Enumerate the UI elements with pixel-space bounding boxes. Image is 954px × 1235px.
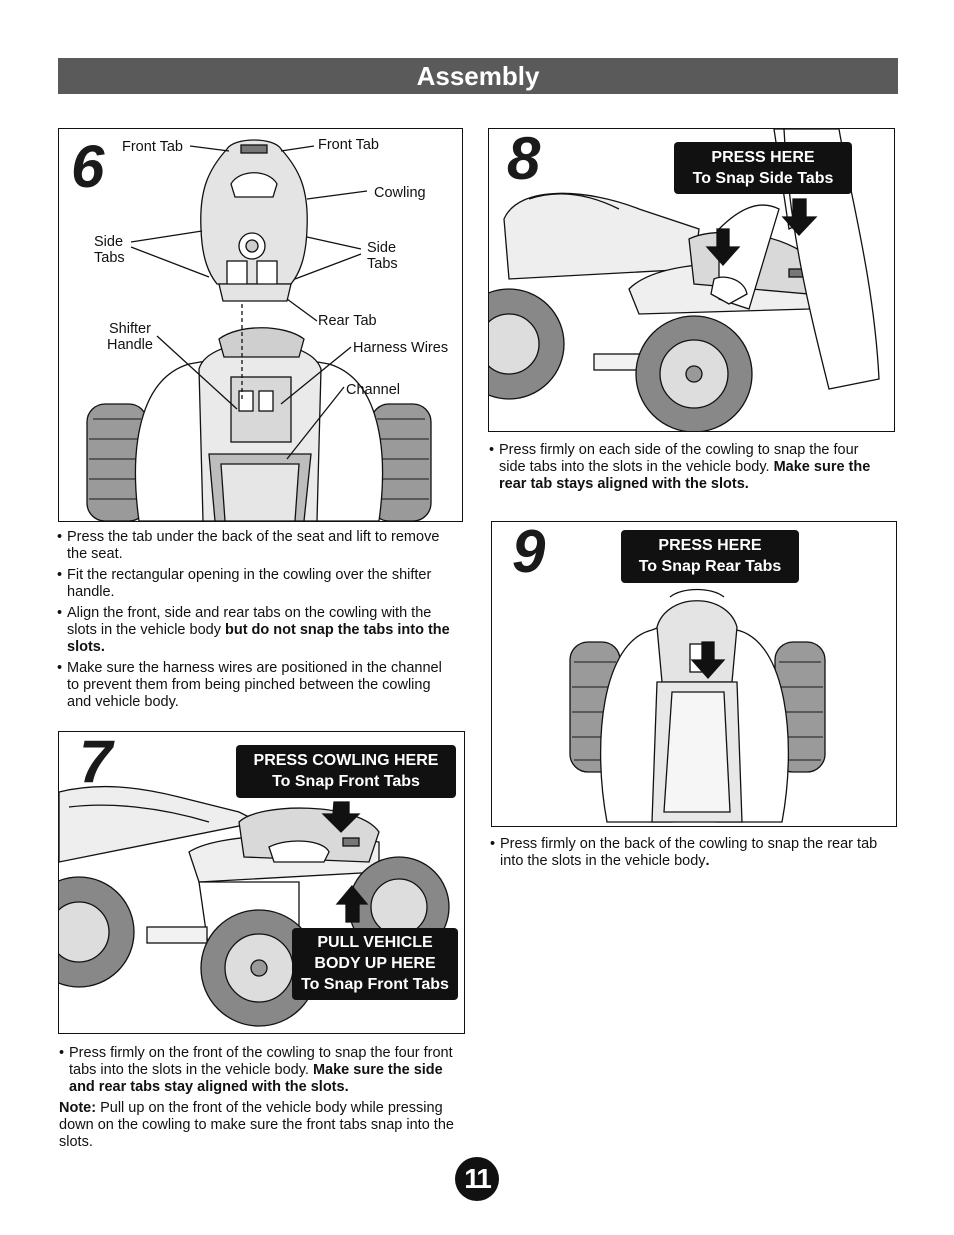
bullet: Make sure the harness wires are position… xyxy=(57,660,457,711)
bullet: Press the tab under the back of the seat… xyxy=(57,529,457,563)
note-label: Note: xyxy=(59,1100,97,1116)
step-number: 9 xyxy=(512,521,545,585)
callout-line: BODY UP HERE xyxy=(314,955,436,972)
label-channel: Channel xyxy=(346,382,401,398)
label-side-tabs-right: Side Tabs xyxy=(367,240,398,272)
step-8-illustration: 8 PRESS HERE To Snap Side Tabs xyxy=(488,128,895,432)
pull-body-callout: PULL VEHICLE BODY UP HERE To Snap Front … xyxy=(292,928,458,1000)
note: Note: Pull up on the front of the vehicl… xyxy=(59,1100,459,1151)
press-rear-tabs-callout: PRESS HERE To Snap Rear Tabs xyxy=(621,530,799,583)
bullet-emphasis: Make sure the rear tab stays aligned wit… xyxy=(499,459,871,492)
bullet: Fit the rectangular opening in the cowli… xyxy=(57,567,457,601)
section-title: Assembly xyxy=(416,61,540,91)
callout-line: To Snap Front Tabs xyxy=(272,773,420,790)
callout-line: PRESS HERE xyxy=(658,537,762,554)
bullet-emphasis: but do not snap the tabs into the slots. xyxy=(67,622,450,655)
bullet-text: Press the tab under the back of the seat… xyxy=(67,529,440,562)
front-left-wheel xyxy=(59,876,135,988)
bullet-text: Press firmly on each side of the cowling… xyxy=(499,442,859,475)
step-8-instructions: Press firmly on each side of the cowling… xyxy=(489,442,889,497)
step-9-drawing xyxy=(569,588,826,823)
callout-line: To Snap Front Tabs xyxy=(301,976,449,993)
front-left-wheel xyxy=(635,315,753,431)
label-line: Tabs xyxy=(94,250,125,266)
front-right-wheel xyxy=(200,909,318,1027)
bullet-emphasis: . xyxy=(705,853,710,869)
bullet: Align the front, side and rear tabs on t… xyxy=(57,605,457,656)
bullet-text: Make sure the harness wires are position… xyxy=(67,660,442,710)
page-number: 11 xyxy=(455,1157,499,1201)
callout-line: To Snap Rear Tabs xyxy=(638,558,782,575)
step-6-illustration: 6 Front Tab Front Tab Cowling Side Tabs … xyxy=(58,128,463,522)
label-line: Tabs xyxy=(367,256,398,272)
rear-left-wheel xyxy=(489,288,565,400)
bullet: Press firmly on the back of the cowling … xyxy=(490,836,890,870)
press-cowling-callout: PRESS COWLING HERE To Snap Front Tabs xyxy=(236,745,456,798)
callout-line: PRESS HERE xyxy=(711,149,815,166)
bullet-text: Press firmly on the back of the cowling … xyxy=(500,836,878,869)
note-text: Pull up on the front of the vehicle body… xyxy=(59,1100,454,1150)
label-line: Side xyxy=(367,240,397,256)
step-9-instructions: Press firmly on the back of the cowling … xyxy=(490,836,890,874)
step-number: 7 xyxy=(79,731,112,795)
callout-line: PRESS COWLING HERE xyxy=(253,752,439,769)
step-9-illustration: 9 PRESS HERE To Snap Rear Tabs xyxy=(491,521,897,827)
label-shifter-handle: Shifter Handle xyxy=(107,321,153,353)
bullet-text: Press firmly on the front of the cowling… xyxy=(69,1045,453,1078)
label-front-tab-right: Front Tab xyxy=(318,137,379,153)
press-side-tabs-callout: PRESS HERE To Snap Side Tabs xyxy=(674,142,852,194)
section-header: Assembly xyxy=(58,58,898,94)
step-6-instructions: Press the tab under the back of the seat… xyxy=(57,529,457,715)
label-front-tab-left: Front Tab xyxy=(122,139,183,155)
label-harness-wires: Harness Wires xyxy=(353,340,449,356)
step-6-drawing xyxy=(86,139,432,521)
step-8-drawing xyxy=(489,129,880,431)
step-7-instructions: Press firmly on the front of the cowling… xyxy=(59,1045,459,1151)
callout-line: PULL VEHICLE xyxy=(317,934,433,951)
label-line: Handle xyxy=(107,337,153,353)
step-number: 8 xyxy=(507,128,540,192)
callout-line: To Snap Side Tabs xyxy=(692,170,834,187)
step-7-illustration: 7 PRESS COWLING HERE To Snap Front Tabs … xyxy=(58,731,465,1034)
bullet: Press firmly on the front of the cowling… xyxy=(59,1045,459,1096)
label-rear-tab: Rear Tab xyxy=(318,313,377,329)
label-side-tabs-left: Side Tabs xyxy=(94,234,125,266)
bullet-emphasis: Make sure the side and rear tabs stay al… xyxy=(69,1062,443,1095)
step-number: 6 xyxy=(71,133,104,200)
label-line: Side xyxy=(94,234,124,250)
label-line: Shifter xyxy=(109,321,151,337)
bullet-text: Align the front, side and rear tabs on t… xyxy=(67,605,432,638)
label-cowling: Cowling xyxy=(374,185,426,201)
bullet: Press firmly on each side of the cowling… xyxy=(489,442,889,493)
bullet-text: Fit the rectangular opening in the cowli… xyxy=(67,567,432,600)
